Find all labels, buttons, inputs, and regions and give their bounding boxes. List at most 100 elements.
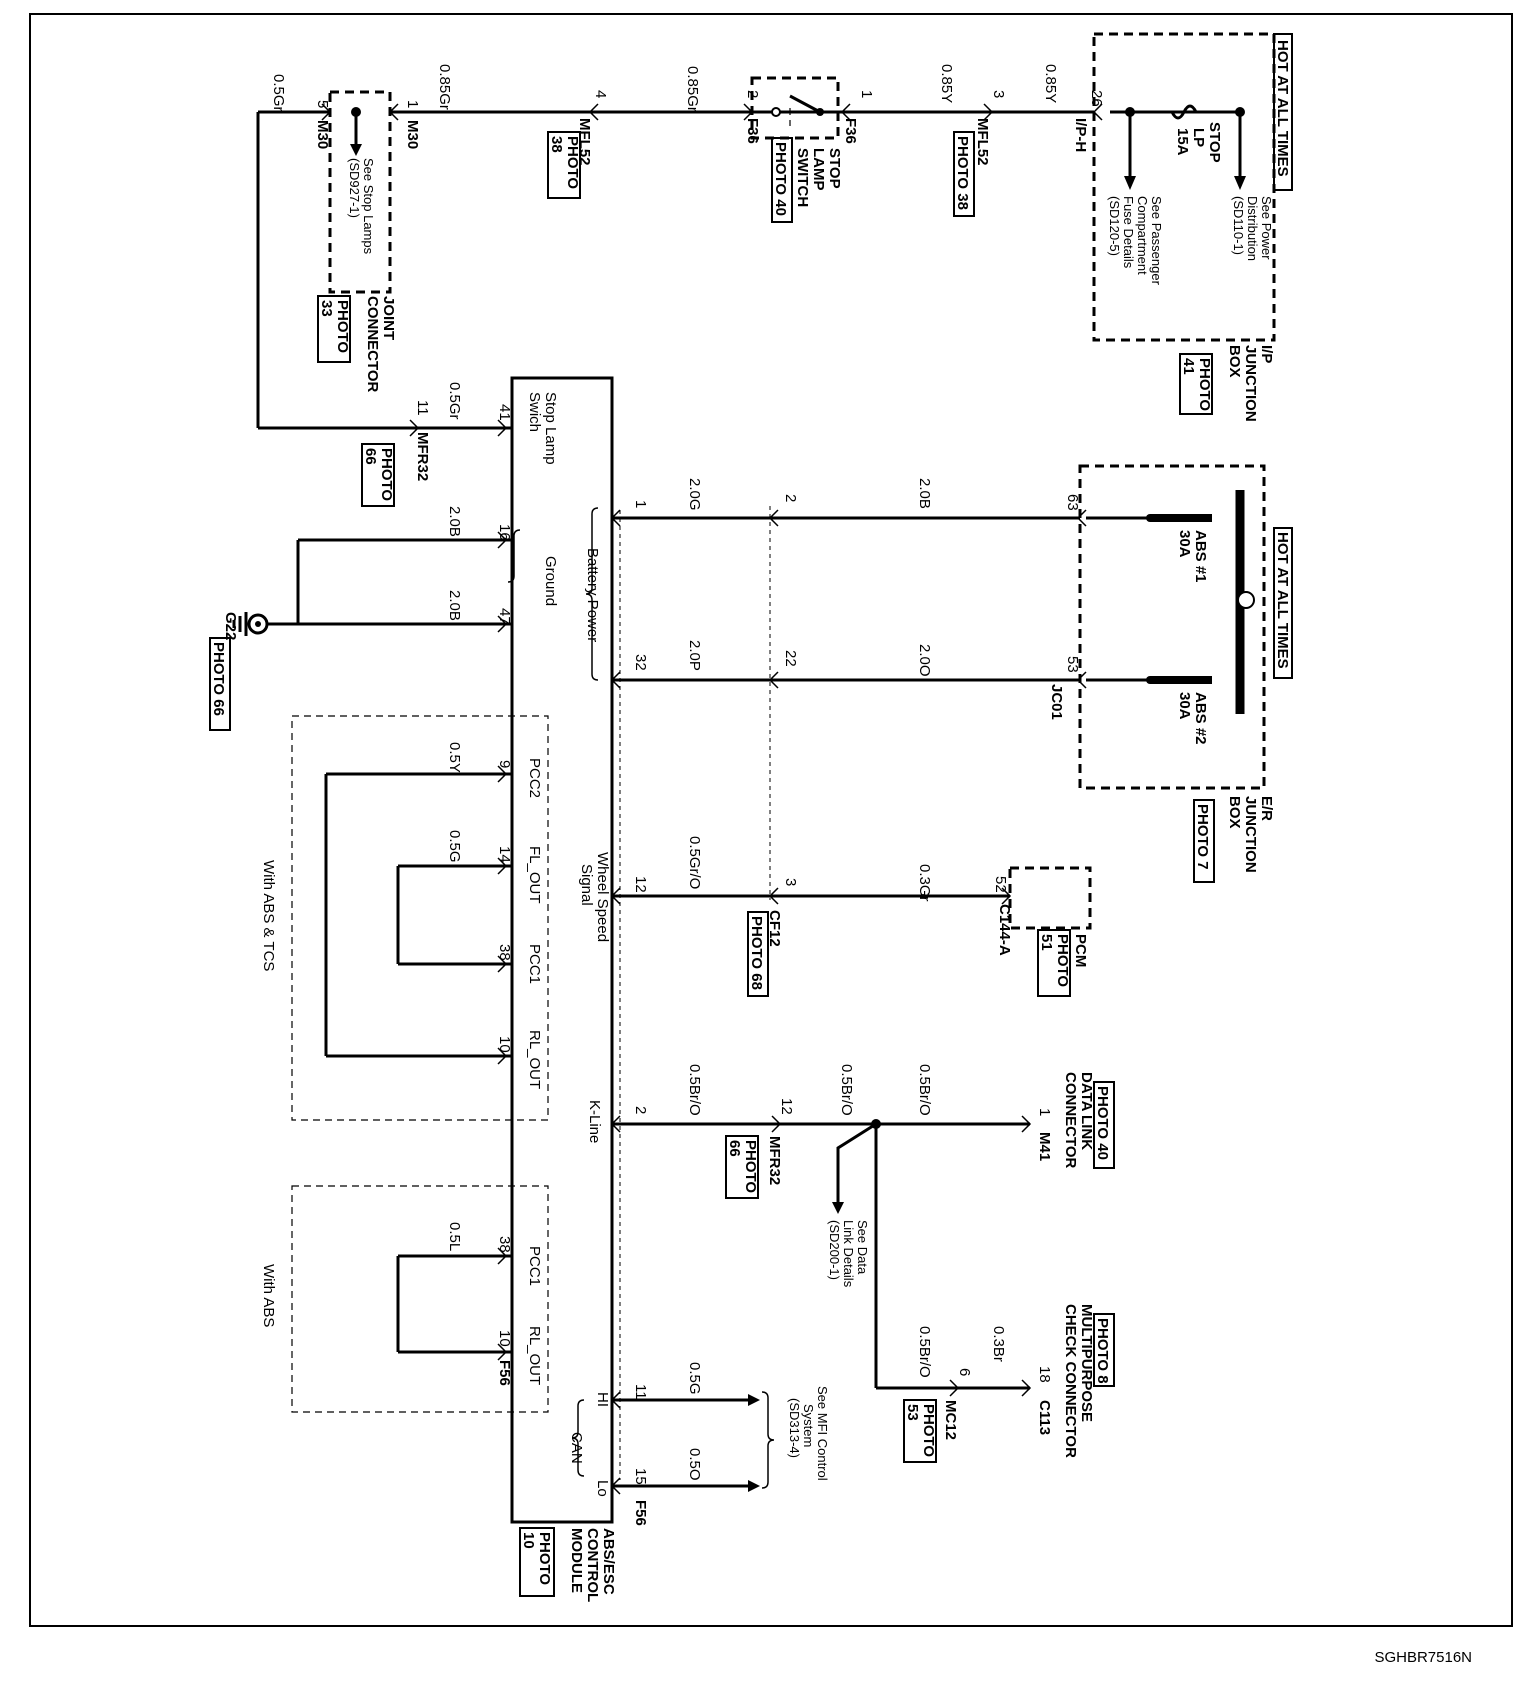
wire-label: 0.85Gr [684,66,701,112]
pin-chevron [768,509,779,527]
pin-chevron [743,103,754,121]
photo-label: PHOTO [564,136,581,189]
pcm-label: PCM [1072,934,1089,967]
wire-label: 0.85Gr [436,64,453,110]
svg-text:See Stop Lamps: See Stop Lamps [361,158,376,255]
hot-at-all-times-box [1273,527,1293,679]
connector-label: C144-A [996,904,1013,956]
photo-box-mfr32a [361,443,395,507]
svg-text:CONNECTOR: CONNECTOR [364,296,381,393]
brace [761,1391,775,1489]
pin-chevron [771,1115,782,1133]
svg-text:CHECK CONNECTOR: CHECK CONNECTOR [1062,1304,1079,1458]
pin-chevron [610,1477,621,1495]
pin-number: 3 [990,90,1007,98]
pin-number: 9 [496,760,513,768]
module-pin-wheel-speed: Wheel Speed Signal [578,852,611,942]
pcm-box [1008,866,1092,930]
with-abs-tcs-label: With ABS & TCS [260,860,277,971]
svg-text:ABS #2: ABS #2 [1192,692,1209,745]
photo-box-mc12 [903,1399,937,1463]
ip-junction-box [1092,32,1276,342]
svg-text:(SD120-5): (SD120-5) [1107,196,1122,256]
stop-lamp-switch-box [750,76,840,140]
module-pin-pcc2: PCC2 [526,758,543,798]
pin-chevron [840,103,851,121]
wire-label: 2.0P [686,640,703,671]
svg-text:15A: 15A [1174,128,1191,156]
pin-number: 11 [632,1384,649,1400]
wire-label: 0.5Br/O [686,1064,703,1116]
pin-number: 4 [592,90,609,98]
module-pin-pcc1: PCC1 [526,1246,543,1286]
wire-label: 0.85Y [1042,64,1059,103]
svg-text:(SD200-1): (SD200-1) [827,1220,842,1280]
connector-label: F56 [496,1360,513,1386]
fuse-abs2-label: ABS #2 30A [1176,692,1209,745]
photo-label: PHOTO 66 [210,642,227,716]
diagram-frame [29,13,1513,1627]
photo-box-g22 [209,637,231,731]
wire-label: 0.5L [446,1222,463,1251]
pin-chevron [1001,887,1012,905]
photo-label: 33 [318,300,335,317]
wire-label: 0.5Gr/O [686,836,703,889]
multipurpose-check-connector-label: MULTIPURPOSE CHECK CONNECTOR [1062,1304,1095,1458]
see-passenger-fuse-ref: See Passenger Compartment Fuse Details (… [1107,196,1164,286]
svg-text:See Data: See Data [855,1220,870,1275]
pin-chevron [983,103,994,121]
pin-number: 11 [414,400,431,416]
pin-number: 1 [1036,1108,1053,1116]
svg-text:LAMP: LAMP [810,148,827,191]
svg-text:I/P: I/P [1258,345,1275,363]
photo-label: PHOTO [920,1404,937,1457]
photo-label: PHOTO [334,300,351,353]
connector-label: F36 [842,118,859,144]
pin-number: 47 [496,608,513,625]
connector-label: CF12 [766,910,783,947]
pin-number: 12 [632,876,649,893]
ref-arrow-icon [350,144,362,156]
svg-text:BOX: BOX [1226,345,1243,378]
arrow-icon [748,1394,760,1406]
photo-box-ip-jb [1179,353,1213,415]
photo-box-mpcc [1093,1313,1115,1387]
pin-chevron [321,103,332,121]
pin-chevron [1021,1115,1032,1133]
data-link-connector-label: DATA LINK CONNECTOR [1062,1072,1095,1169]
wire-label: 0.5G [446,830,463,863]
fuse-abs1-label: ABS #1 30A [1176,530,1209,583]
ref-arrow-icon [1234,176,1246,190]
svg-text:(SD110-1): (SD110-1) [1231,196,1246,255]
svg-text:STOP: STOP [826,148,843,189]
pin-number: 41 [496,404,513,421]
pin-number: 2 [782,494,799,502]
svg-text:(SD927-1): (SD927-1) [347,158,362,218]
svg-text:See Power: See Power [1259,196,1274,260]
svg-text:MODULE: MODULE [568,1528,585,1593]
pin-chevron [610,671,621,689]
connector-label: C113 [1036,1400,1053,1435]
switch-contact [789,94,821,114]
brace [571,1399,585,1477]
wire-label: 0.5Br/O [916,1064,933,1116]
svg-text:MULTIPURPOSE: MULTIPURPOSE [1078,1304,1095,1422]
wire-label: 2.0B [916,478,933,509]
er-junction-box-label: E/R JUNCTION BOX [1226,796,1275,873]
svg-text:CONTROL: CONTROL [584,1528,601,1602]
photo-label: PHOTO [378,448,395,501]
photo-box-stop-switch [771,137,793,223]
connector-label: F56 [632,1500,649,1526]
see-power-distribution-ref: See Power Distribution (SD110-1) [1231,196,1274,261]
svg-text:ABS #1: ABS #1 [1192,530,1209,583]
photo-box-mfl52b [547,131,581,199]
pin-number: 14 [496,846,513,863]
photo-label: PHOTO [1054,934,1071,987]
connector-label: F36 [744,118,761,144]
hot-at-all-times-box [1273,33,1293,191]
switch-terminal [771,107,781,117]
wire-label: 0.3Gr [916,864,933,902]
drawing-code: SGHBR7516N [1374,1649,1472,1666]
photo-label: PHOTO 68 [748,916,765,990]
